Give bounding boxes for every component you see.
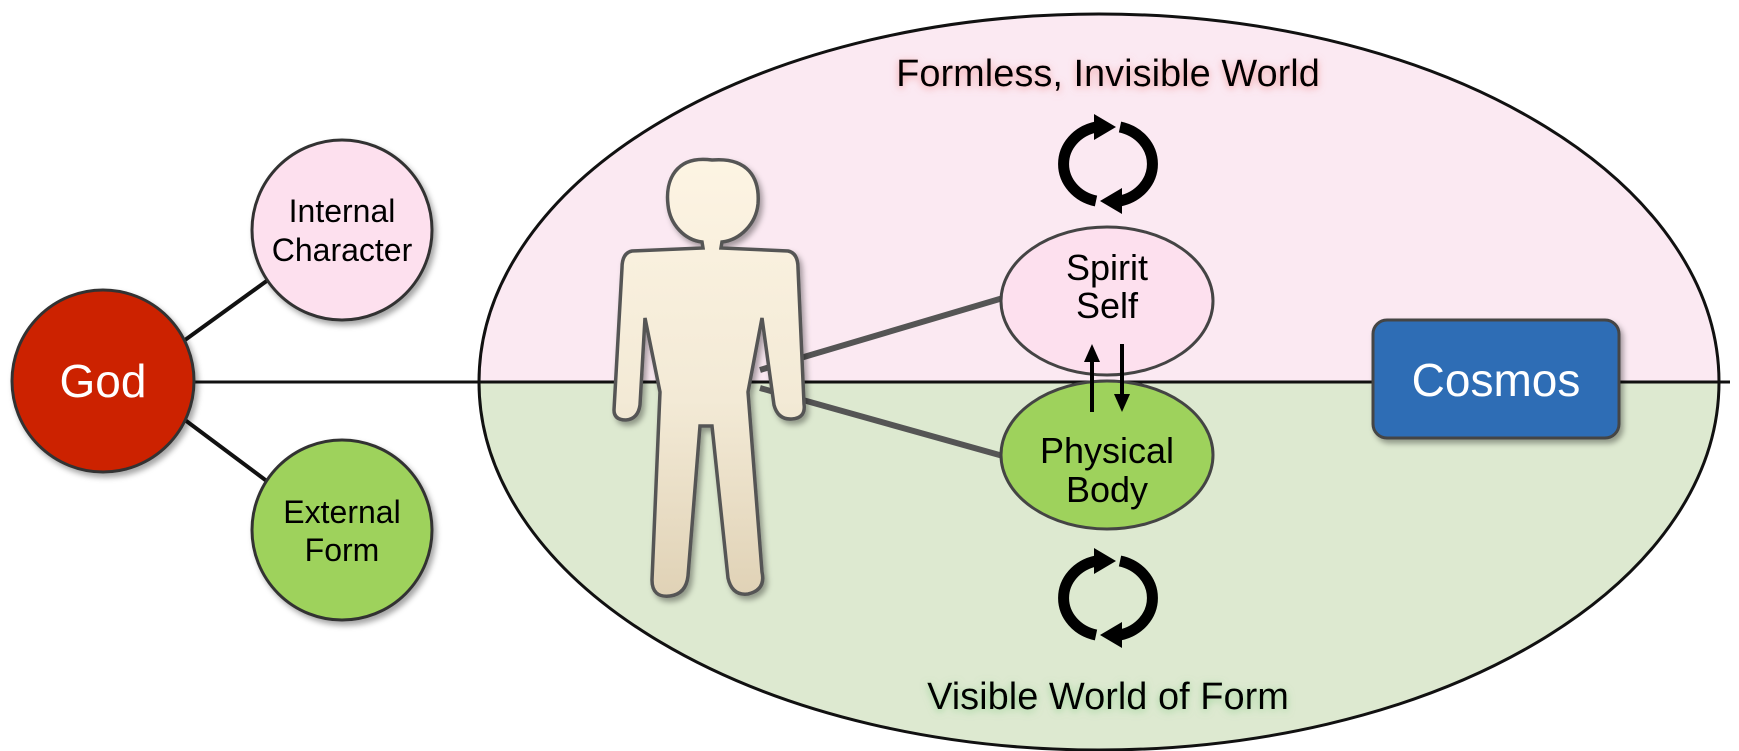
god-label: God [60, 355, 147, 407]
internal-character-node [250, 138, 434, 322]
external-form-node [250, 438, 434, 622]
external-form-line1: External [283, 494, 400, 530]
god-to-external-connector [183, 418, 270, 484]
formless-world-title: Formless, Invisible World [896, 53, 1320, 95]
spirit-self-node [999, 225, 1215, 377]
cycle-arrows-icon [1058, 114, 1158, 214]
physical-body-line1: Physical [1040, 430, 1174, 471]
cycle-arrows-icon [1058, 548, 1158, 648]
cosmos-label: Cosmos [1412, 354, 1581, 406]
spirit-self-line2: Self [1076, 285, 1139, 326]
human-figure-icon [612, 157, 806, 598]
spirit-self-line1: Spirit [1066, 247, 1148, 288]
god-node [10, 288, 196, 474]
cosmos-node [1371, 318, 1621, 440]
internal-character-line1: Internal [289, 193, 396, 229]
physical-body-line2: Body [1066, 469, 1148, 510]
visible-world-title: Visible World of Form [927, 676, 1289, 718]
spirit-body-exchange-arrows-icon [1084, 344, 1130, 412]
internal-character-line2: Character [272, 232, 413, 268]
god-to-internal-connector [183, 278, 270, 342]
external-form-line2: Form [305, 532, 380, 568]
physical-body-node [999, 379, 1215, 531]
